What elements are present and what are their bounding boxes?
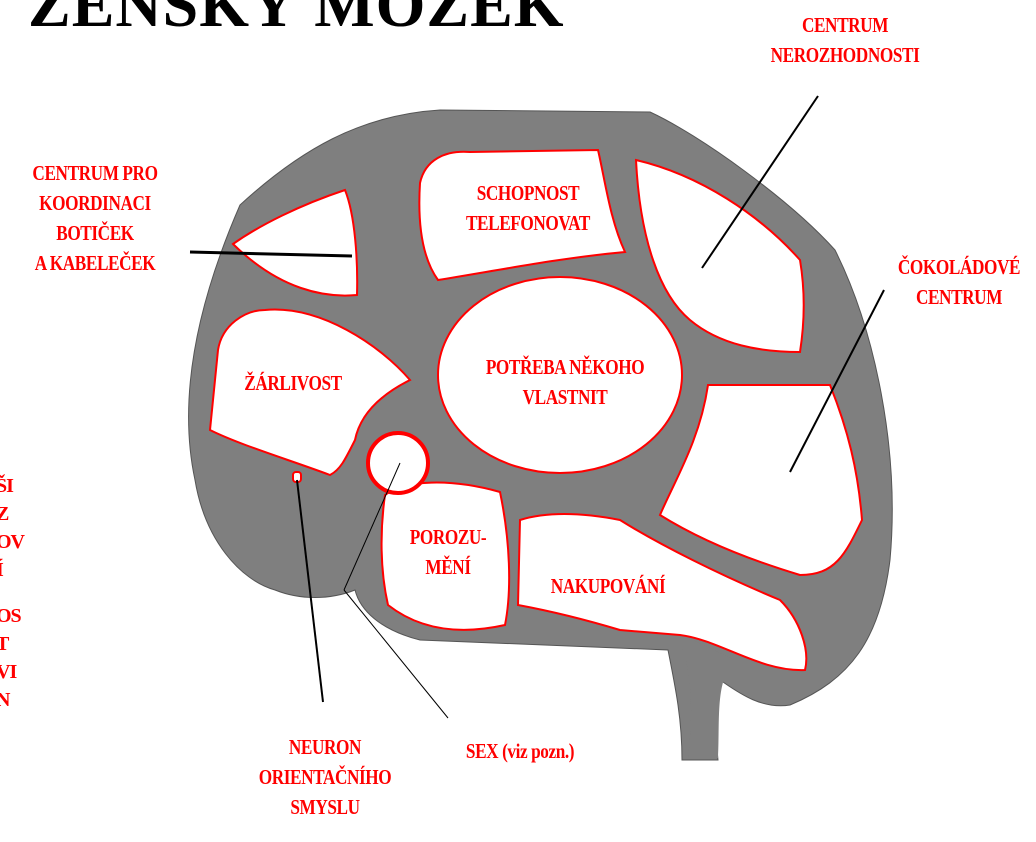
label-porozumeni: POROZU-MĚNÍ bbox=[403, 522, 493, 582]
region-sex bbox=[368, 433, 428, 493]
cut-off-text: ŠI Z OV Í OS T VI N bbox=[0, 472, 24, 714]
label-zarlivost: ŽÁRLIVOST bbox=[240, 368, 347, 398]
callout-sex: SEX (viz pozn.) bbox=[450, 736, 589, 766]
label-nakupovani: NAKUPOVÁNÍ bbox=[542, 571, 673, 601]
